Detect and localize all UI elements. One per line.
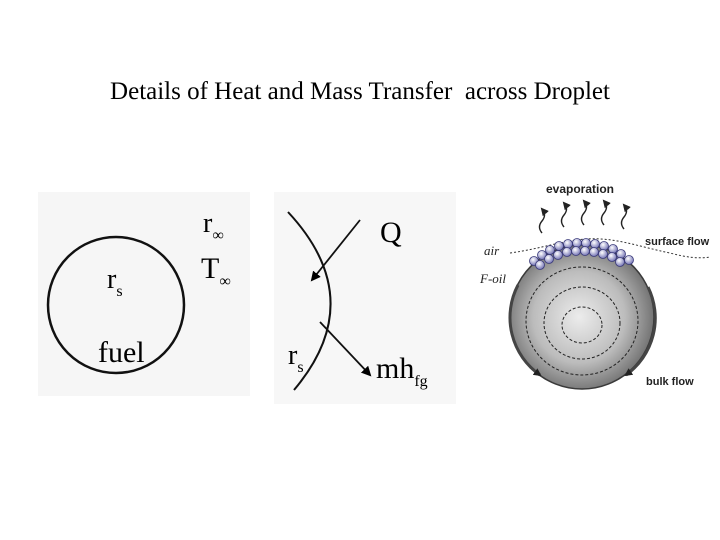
heat-mass-flux-schematic: Q rs mhfg [274, 192, 456, 404]
mh-fg-label: mhfg [376, 352, 428, 390]
heat-flux-arrow [310, 219, 361, 282]
r-s-label-middle: rs [288, 340, 304, 376]
surfactant-beads [529, 238, 634, 270]
r-inf-label: r∞ [203, 208, 224, 244]
fuel-label: fuel [98, 336, 145, 369]
left-panel-background [38, 192, 250, 396]
r-s-label: rs [107, 264, 123, 300]
droplet-schematic: rs fuel r∞ T∞ [38, 192, 250, 396]
bulk-flow-arrows [508, 284, 657, 377]
f-oil-label: F-oil [479, 271, 506, 286]
evaporation-wavy-arrows [538, 199, 631, 234]
droplet-circle [46, 235, 186, 375]
evaporation-label: evaporation [546, 182, 614, 196]
q-label: Q [380, 216, 402, 249]
bulk-flow-label: bulk flow [646, 376, 694, 388]
air-label: air [484, 243, 500, 258]
slide-title: Details of Heat and Mass Transfer across… [110, 78, 610, 105]
droplet-circulation-illustration: evaporation air F-oil surface flow bulk … [479, 182, 711, 390]
mass-flux-arrow [319, 321, 372, 377]
droplet-surface-arc [287, 211, 332, 391]
circulation-loops [525, 266, 639, 376]
t-inf-label: T∞ [201, 252, 231, 290]
surface-flow-label: surface flow [645, 236, 710, 248]
